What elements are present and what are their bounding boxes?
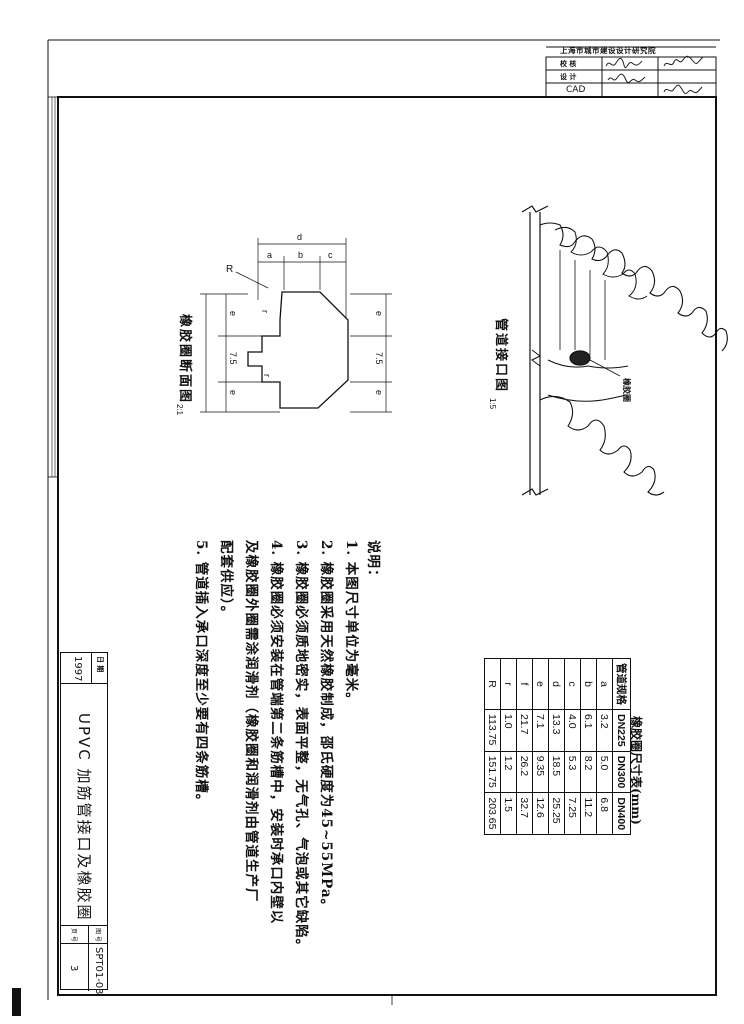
table-cell: 113.75 xyxy=(484,709,501,752)
note-2: 2. 橡胶圈采用天然橡胶制成，邵氏硬度为45~55MPa。 xyxy=(318,540,334,914)
dim-R: R xyxy=(226,264,234,275)
page-value: 3 xyxy=(68,965,79,972)
table-cell: 11.2 xyxy=(580,792,597,835)
table-row-label: d xyxy=(548,658,565,710)
table-cell: 1.5 xyxy=(500,792,517,835)
note-5: 5. 管道插入承口深度至少要有四条筋槽。 xyxy=(193,540,209,809)
table-header-cell: DN400 xyxy=(612,792,631,835)
table-cell: 151.75 xyxy=(484,751,501,793)
table-cell: 4.0 xyxy=(564,709,581,752)
top-title-block-lines xyxy=(545,46,717,98)
pipe-joint-drawing xyxy=(521,205,728,496)
dim-e-right-bottom: e xyxy=(374,390,384,396)
note-4: 4. 橡胶圈必须安装在管端第二条筋槽中，安装时承口内壁以 xyxy=(268,540,284,925)
institute-name: 上海市城市建设设计研究院 xyxy=(560,46,656,55)
sheet-frame xyxy=(12,39,720,1016)
table-cell: 1.2 xyxy=(500,751,517,793)
checker-label: 校 核 xyxy=(560,60,577,68)
table-cell: 3.2 xyxy=(596,709,613,752)
table-header-cell: DN225 xyxy=(612,709,631,752)
notes-heading: 说明： xyxy=(365,540,381,584)
table-cell: 1.0 xyxy=(500,709,517,752)
table-cell: 203.65 xyxy=(484,792,501,835)
note-4-cont-2: 配套供应）。 xyxy=(218,540,234,621)
table-cell: 25.25 xyxy=(548,792,565,835)
table-cell: 5.0 xyxy=(596,751,613,793)
table-cell: 21.7 xyxy=(516,709,533,752)
dim-75-left: 7.5 xyxy=(228,352,238,365)
dim-a: a xyxy=(267,250,273,260)
dim-e-right-top: e xyxy=(374,311,384,317)
note-3: 3. 橡胶圈必须质地密实，表面平整，无气孔、气泡或其它缺陷。 xyxy=(293,540,309,954)
ring-section-scale: 2:1 xyxy=(175,404,184,416)
bottom-title-block: 日 期 1997 UPVC 加筋管接口及橡胶圈 图 号 SPT01-03 页 号… xyxy=(60,652,108,995)
bottom-title-frame: 日 期 1997 UPVC 加筋管接口及橡胶圈 图 号 SPT01-03 页 号… xyxy=(60,652,108,995)
table-row-label: b xyxy=(580,658,597,710)
ring-section-drawing xyxy=(200,238,392,413)
rubber-ring-callout: 橡胶圈 xyxy=(622,378,632,402)
page-label: 页 号 xyxy=(70,928,77,942)
table-cell: 18.5 xyxy=(548,751,565,793)
table-cell: 12.6 xyxy=(532,792,549,835)
dim-r-top: r xyxy=(260,310,270,313)
drawing-no-value: SPT01-03 xyxy=(93,947,104,995)
pipe-joint-title: 管道接口图 xyxy=(493,318,508,394)
table-header-cell: DN300 xyxy=(612,751,631,793)
dim-c: c xyxy=(328,250,333,260)
table-cell: 5.3 xyxy=(564,751,581,793)
table-cell: 32.7 xyxy=(516,792,533,835)
table-row-label: a xyxy=(596,658,613,710)
designer-label: 设 计 xyxy=(560,73,577,81)
table-cell: 26.2 xyxy=(516,751,533,793)
table-row-label: f xyxy=(516,658,533,710)
note-4-cont-1: 及橡胶圈外圈需涂润滑剂（橡胶圈和润滑剂由管道生产厂 xyxy=(243,540,259,903)
dim-d: d xyxy=(297,232,303,242)
dim-b: b xyxy=(298,250,304,260)
table-cell: 13.3 xyxy=(548,709,565,752)
table-cell: 6.1 xyxy=(580,709,597,752)
table-cell: 6.8 xyxy=(596,792,613,835)
notes-block: 说明： 1. 本图尺寸单位为毫米。 2. 橡胶圈采用天然橡胶制成，邵氏硬度为45… xyxy=(188,540,385,953)
pipe-joint-scale: 1:5 xyxy=(488,398,497,410)
date-label: 日 期 xyxy=(96,656,104,673)
dim-e-left-top: e xyxy=(228,311,238,317)
table-row-label: c xyxy=(564,658,581,710)
table-cell: 9.35 xyxy=(532,751,549,793)
signature-scribbles xyxy=(605,55,704,95)
dim-75-right: 7.5 xyxy=(374,352,384,365)
table-row-label: R xyxy=(484,658,501,710)
table-row-label: e xyxy=(532,658,549,710)
drawing-no-label: 图 号 xyxy=(94,928,101,942)
table-cell: 7.25 xyxy=(564,792,581,835)
table-row-label: r xyxy=(500,658,517,710)
note-1: 1. 本图尺寸单位为毫米。 xyxy=(343,540,359,707)
table-cell: 7.1 xyxy=(532,709,549,752)
dim-e-left-bottom: e xyxy=(228,390,238,396)
table-cell: 8.2 xyxy=(580,751,597,793)
year-value: 1997 xyxy=(72,656,83,682)
dim-r-bottom: r xyxy=(262,374,272,377)
table-header-cell: 管道规格 xyxy=(612,658,631,710)
ring-section-title: 橡胶圈断面图 xyxy=(177,314,192,405)
cad-label: CAD xyxy=(566,85,586,95)
drawing-title: UPVC 加筋管接口及橡胶圈 xyxy=(75,713,93,922)
